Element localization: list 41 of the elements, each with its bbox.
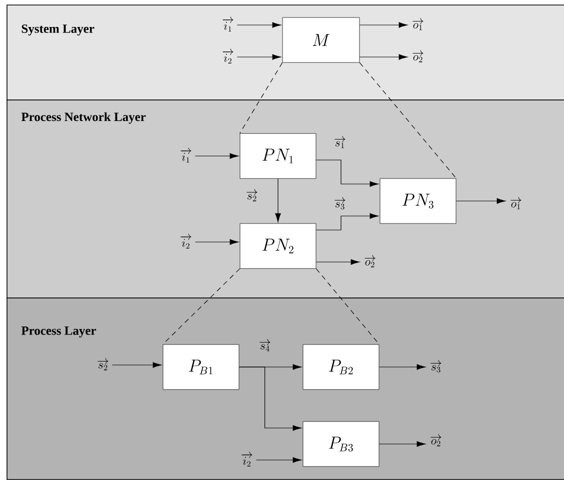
signal-label: $\overrightarrow{o_2}$ bbox=[364, 255, 376, 268]
arrow bbox=[275, 178, 281, 222]
dashed-line bbox=[240, 62, 283, 134]
edge-label: $\overrightarrow{s_1}$ bbox=[333, 136, 347, 150]
process-box: $P_{B1}$ bbox=[162, 344, 240, 390]
arrow bbox=[194, 239, 239, 245]
arrow bbox=[194, 153, 239, 159]
process-box: $PN_2$ bbox=[240, 223, 316, 269]
signal-label: $\overrightarrow{o_1}$ bbox=[510, 197, 522, 210]
arrow bbox=[112, 362, 162, 368]
dashed-line bbox=[359, 62, 456, 179]
arrow bbox=[256, 457, 302, 463]
signal-label: $\overrightarrow{s_3}$ bbox=[430, 360, 442, 372]
arrow bbox=[378, 441, 426, 447]
process-box: $M$ bbox=[282, 17, 360, 63]
signal-label: $\overrightarrow{o_2}$ bbox=[412, 50, 424, 62]
arrow bbox=[236, 22, 282, 28]
arrow bbox=[238, 366, 302, 431]
signal-label: $\overrightarrow{i_1}$ bbox=[180, 148, 192, 163]
arrow bbox=[236, 54, 282, 60]
process-box: $P_{B3}$ bbox=[302, 421, 380, 467]
arrow bbox=[316, 259, 360, 265]
signal-label: $\overrightarrow{i_1}$ bbox=[222, 16, 234, 32]
arrow bbox=[359, 54, 408, 60]
edge-label: $\overrightarrow{s_3}$ bbox=[333, 197, 347, 210]
signal-label: $\overrightarrow{o_2}$ bbox=[430, 434, 442, 446]
signal-label: $\overrightarrow{i_2}$ bbox=[222, 48, 234, 64]
signal-label: $\overrightarrow{s_2}$ bbox=[98, 358, 108, 370]
arrow bbox=[316, 213, 379, 230]
arrow bbox=[456, 198, 506, 204]
process-box: $P_{B2}$ bbox=[302, 344, 380, 390]
signal-label: $\overrightarrow{i_2}$ bbox=[242, 452, 252, 467]
arrow bbox=[359, 22, 408, 28]
edge-label: $\overrightarrow{s_4}$ bbox=[258, 339, 272, 352]
signal-label: $\overrightarrow{o_1}$ bbox=[412, 18, 424, 30]
arrow bbox=[316, 160, 379, 187]
edge-label: $\overrightarrow{s_2}$ bbox=[245, 189, 259, 202]
process-box: $PN_3$ bbox=[380, 178, 456, 224]
arrow bbox=[378, 364, 426, 370]
signal-label: $\overrightarrow{i_2}$ bbox=[180, 234, 192, 249]
process-box: $PN_1$ bbox=[240, 133, 316, 179]
